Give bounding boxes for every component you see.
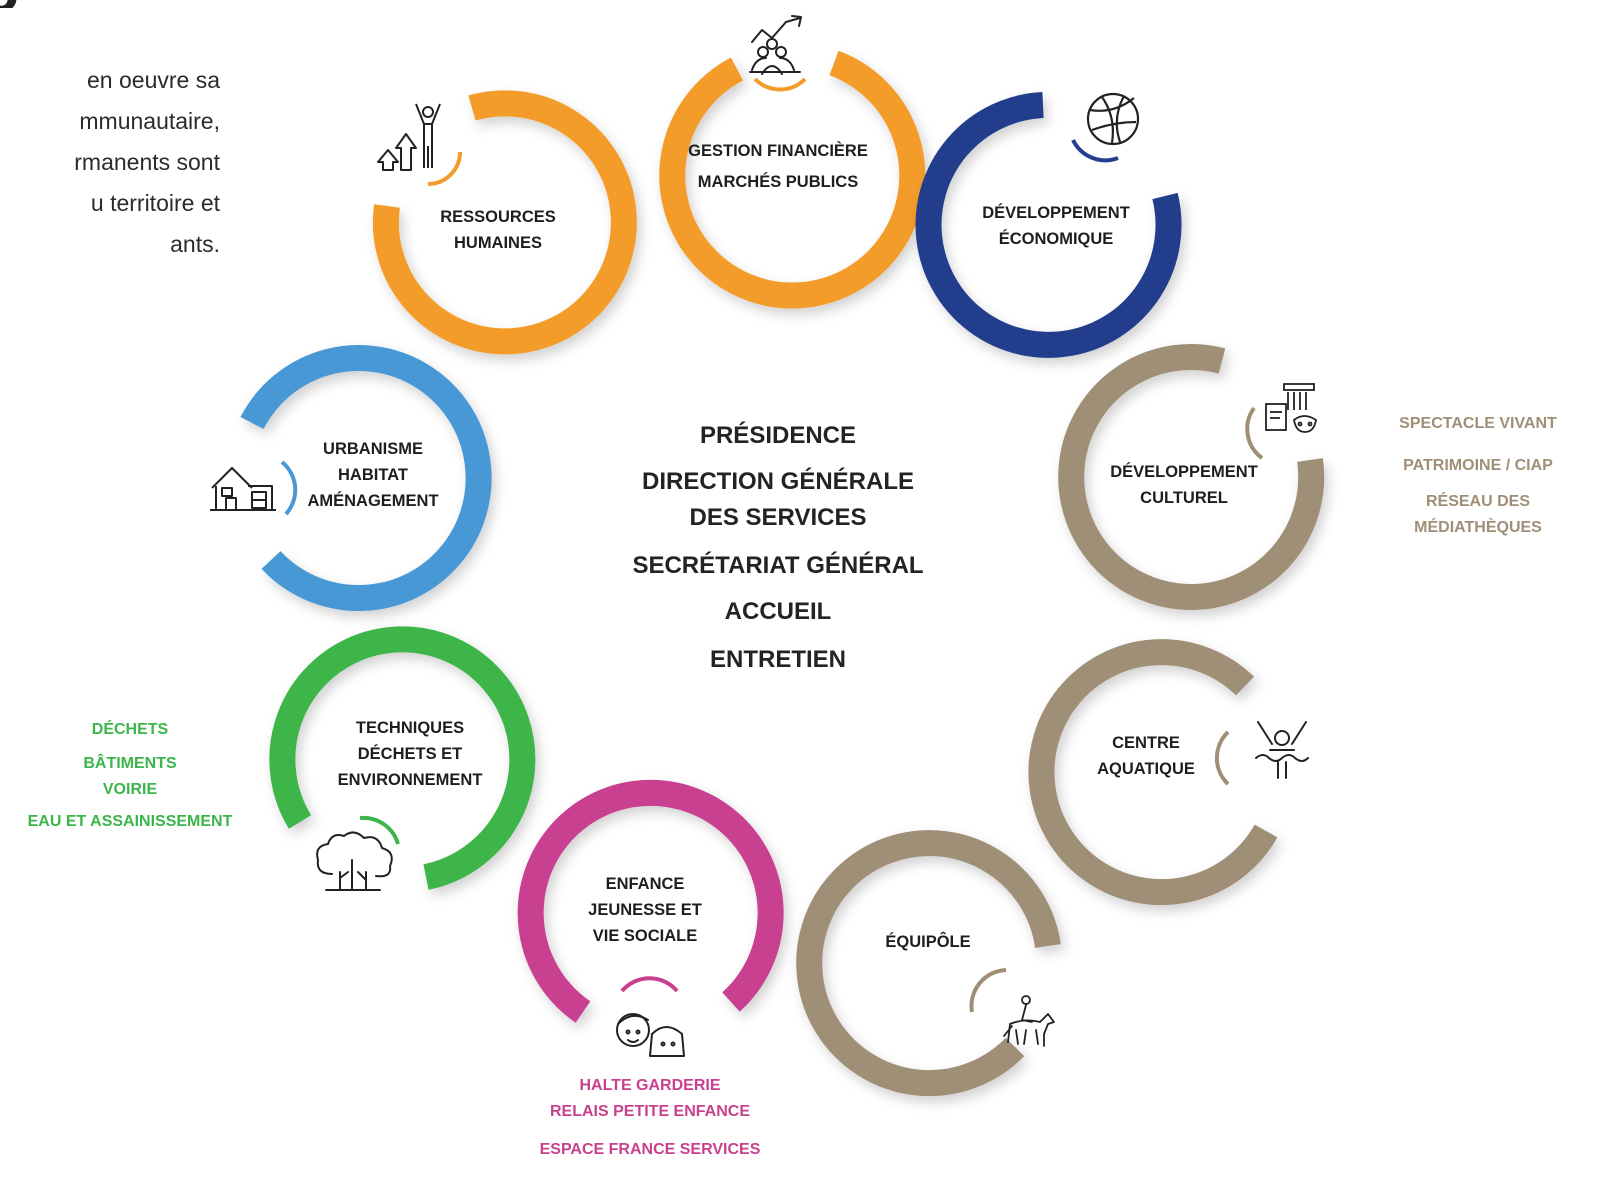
trees-icon xyxy=(316,831,393,891)
central-governance: PRÉSIDENCE DIRECTION GÉNÉRALE DES SERVIC… xyxy=(578,418,978,678)
sub-item-dechets: DÉCHETS xyxy=(91,721,169,738)
sub-item-patrimoine: PATRIMOINE / CIAP xyxy=(1403,457,1553,474)
accent-arc-enfance xyxy=(620,976,679,993)
globe-icon xyxy=(1086,92,1140,146)
horse-rider-icon xyxy=(1003,995,1055,1047)
service-label-eco: DÉVELOPPEMENT ÉCONOMIQUE xyxy=(982,204,1130,248)
house-icon xyxy=(210,467,276,511)
accent-arc-urbanisme xyxy=(280,460,298,516)
entretien-label: ENTRETIEN xyxy=(709,646,846,673)
ring-developpement-economique xyxy=(915,92,1182,358)
heading-fragment: g xyxy=(0,0,52,8)
culture-sub-list: SPECTACLE VIVANT PATRIMOINE / CIAP RÉSEA… xyxy=(1380,411,1576,541)
children-icon xyxy=(616,1013,685,1057)
sub-item-espace: ESPACE FRANCE SERVICES xyxy=(539,1141,761,1158)
service-label-culture: DÉVELOPPEMENT CULTUREL xyxy=(1110,463,1258,507)
accent-arc-eco xyxy=(1071,139,1119,163)
intro-line: rmanents sont xyxy=(74,149,220,175)
sub-item-spectacle: SPECTACLE VIVANT xyxy=(1399,415,1557,432)
accent-arc-equipole xyxy=(969,968,1007,1013)
service-label-gestion: GESTION FINANCIÈRE MARCHÉS PUBLICS xyxy=(688,142,868,191)
service-label-urbanisme: URBANISME HABITAT AMÉNAGEMENT xyxy=(307,440,439,510)
ring-ressources-humaines xyxy=(372,90,637,355)
ring-centre-aquatique xyxy=(1028,639,1278,906)
sub-item-voirie: VOIRIE xyxy=(102,781,158,798)
accent-arc-techniques xyxy=(359,815,400,845)
service-label-enfance: ENFANCE JEUNESSE ET VIE SOCIALE xyxy=(588,875,702,945)
finance-growth-icon xyxy=(749,15,802,75)
ring-enfance xyxy=(517,779,784,1023)
sub-item-eau: EAU ET ASSAINISSEMENT xyxy=(27,813,233,830)
accent-arc-rh xyxy=(427,151,462,186)
intro-paragraph: en oeuvre sa mmunautaire, rmanents sont … xyxy=(0,60,220,280)
enfance-sub-list: HALTE GARDERIE RELAIS PETITE ENFANCE ESP… xyxy=(520,1073,780,1163)
ring-techniques xyxy=(269,626,536,890)
people-growth-icon xyxy=(377,103,441,171)
swimmer-icon xyxy=(1255,721,1309,779)
sub-item-reseau-2: MÉDIATHÈQUES xyxy=(1414,519,1542,536)
presidence-label: PRÉSIDENCE xyxy=(699,422,857,449)
sub-item-batiments: BÂTIMENTS xyxy=(83,755,177,772)
accent-arc-culture xyxy=(1245,406,1264,460)
ring-urbanisme xyxy=(240,345,492,612)
dgs-label-2: DES SERVICES xyxy=(689,504,867,531)
service-label-techniques: TECHNIQUES DÉCHETS ET ENVIRONNEMENT xyxy=(337,719,483,789)
culture-icon xyxy=(1265,383,1317,433)
sub-item-reseau-1: RÉSEAU DES xyxy=(1425,493,1531,510)
ring-gestion-financiere xyxy=(659,50,926,309)
sub-item-halte: HALTE GARDERIE xyxy=(579,1077,721,1094)
service-label-aqua: CENTRE AQUATIQUE xyxy=(1097,734,1195,778)
intro-line: ants. xyxy=(170,231,220,257)
secretariat-label: SECRÉTARIAT GÉNÉRAL xyxy=(632,552,924,579)
ring-equipole xyxy=(796,830,1061,1097)
accueil-label: ACCUEIL xyxy=(724,598,832,625)
intro-line: u territoire et xyxy=(90,190,220,216)
intro-line: mmunautaire, xyxy=(79,108,220,134)
accent-arc-aqua xyxy=(1214,730,1230,786)
dgs-label-1: DIRECTION GÉNÉRALE xyxy=(641,468,914,495)
accent-arc-gestion xyxy=(753,77,807,92)
sub-item-relais: RELAIS PETITE ENFANCE xyxy=(549,1103,751,1120)
ring-developpement-culturel xyxy=(1058,344,1325,610)
techniques-sub-list: DÉCHETS BÂTIMENTS VOIRIE EAU ET ASSAINIS… xyxy=(10,717,250,835)
service-label-rh: RESSOURCES HUMAINES xyxy=(440,208,556,252)
service-label-equipole: ÉQUIPÔLE xyxy=(885,933,971,951)
intro-line: en oeuvre sa xyxy=(87,67,220,93)
